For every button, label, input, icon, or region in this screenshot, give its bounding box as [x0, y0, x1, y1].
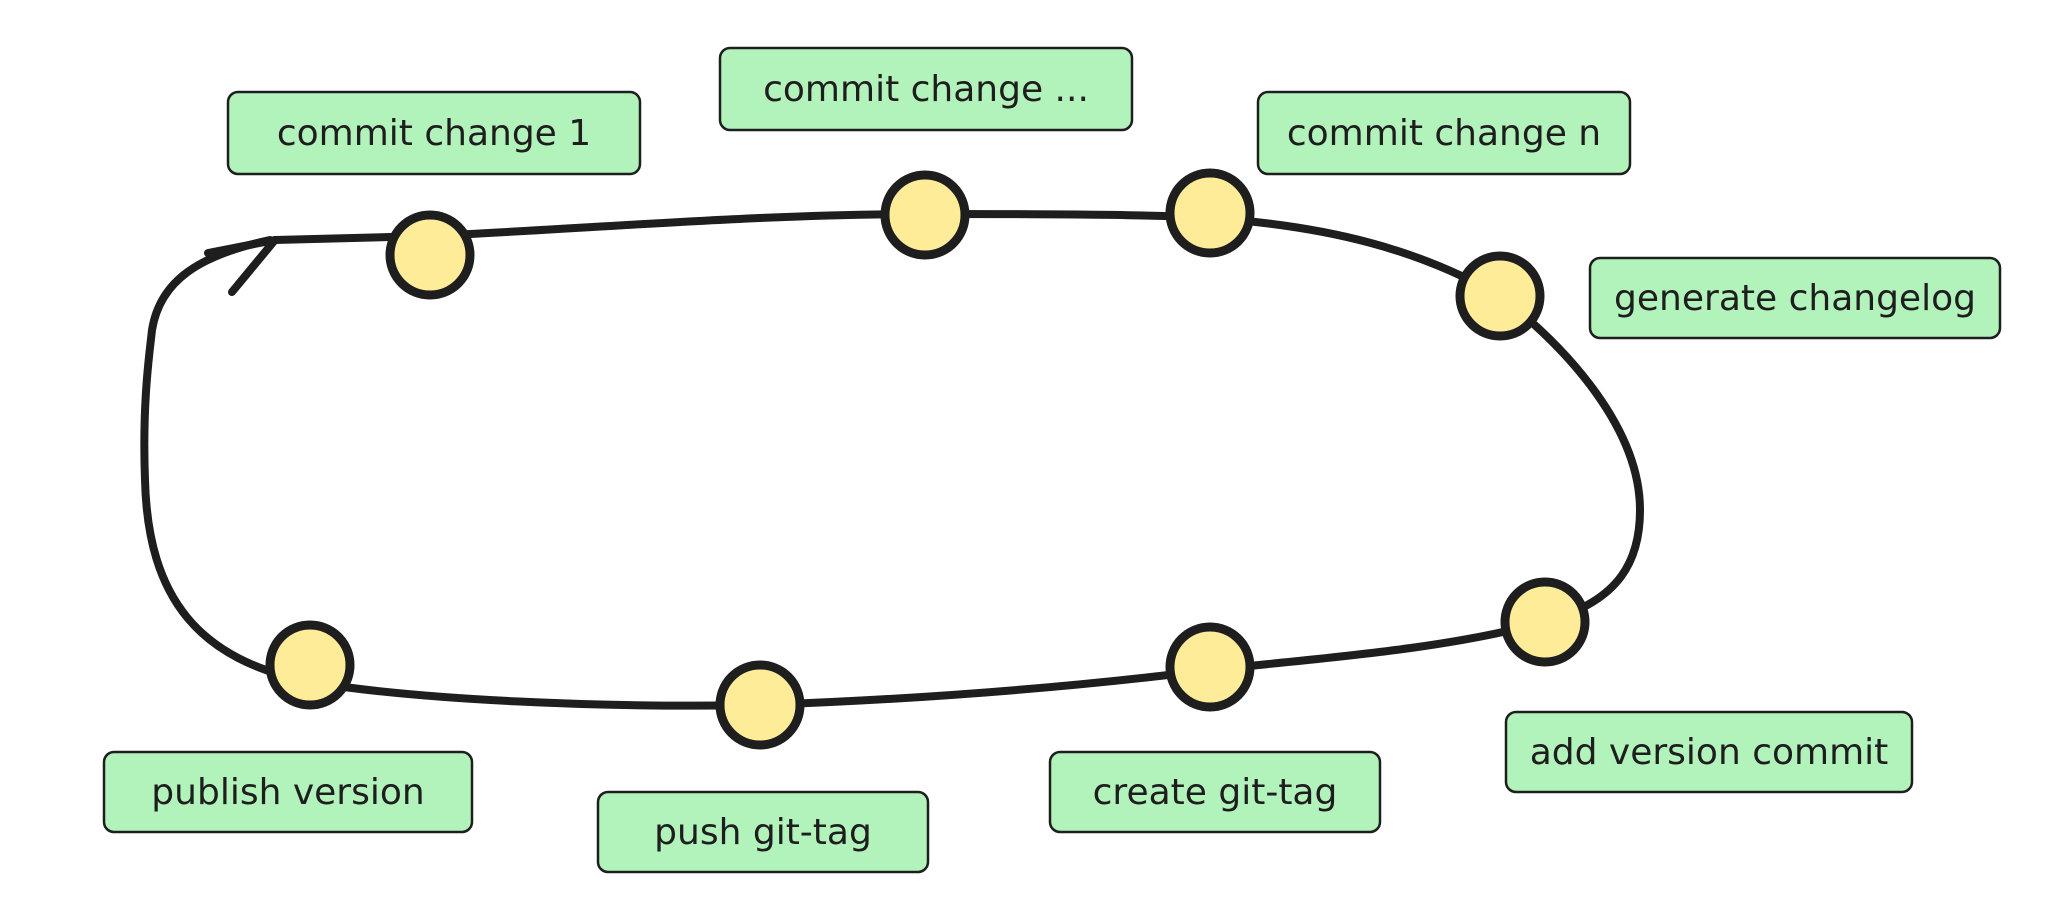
step-node-commit-change-1 — [385, 210, 475, 300]
cycle-loop — [140, 209, 1645, 710]
step-label-text: add version commit — [1530, 732, 1889, 773]
step-label-box — [718, 46, 1134, 132]
step-label-text: generate changelog — [1614, 278, 1976, 319]
step-label-commit-change-1: commit change 1 — [226, 90, 642, 176]
step-node-commit-change-ellipsis — [880, 170, 970, 260]
step-label-commit-change-ellipsis: commit change ... — [718, 46, 1134, 132]
step-label-text: create git-tag — [1093, 772, 1338, 813]
step-label-generate-changelog: generate changelog — [1588, 256, 2002, 340]
cycle-arrowhead — [204, 236, 279, 296]
step-label-add-version-commit: add version commit — [1504, 710, 1914, 794]
step-label-push-git-tag: push git-tag — [596, 790, 930, 874]
step-node-publish-version — [265, 620, 355, 710]
step-node-create-git-tag — [1165, 622, 1255, 712]
step-node-commit-change-n — [1165, 168, 1255, 258]
step-label-text: commit change ... — [763, 69, 1089, 110]
step-label-publish-version: publish version — [102, 750, 474, 834]
step-node-add-version-commit — [1500, 577, 1590, 667]
step-label-box — [102, 750, 474, 834]
step-node-generate-changelog — [1455, 251, 1545, 341]
step-label-text: commit change 1 — [277, 113, 591, 154]
step-label-box — [1048, 750, 1382, 834]
step-label-box — [1504, 710, 1914, 794]
step-label-create-git-tag: create git-tag — [1048, 750, 1382, 834]
step-label-box — [1588, 256, 2002, 340]
step-label-box — [1256, 90, 1632, 176]
step-label-text: push git-tag — [654, 812, 872, 853]
step-label-box — [226, 90, 642, 176]
step-node-push-git-tag — [715, 660, 805, 750]
step-label-commit-change-n: commit change n — [1256, 90, 1632, 176]
step-label-text: commit change n — [1287, 113, 1601, 154]
step-label-box — [596, 790, 930, 874]
step-label-text: publish version — [151, 772, 424, 813]
